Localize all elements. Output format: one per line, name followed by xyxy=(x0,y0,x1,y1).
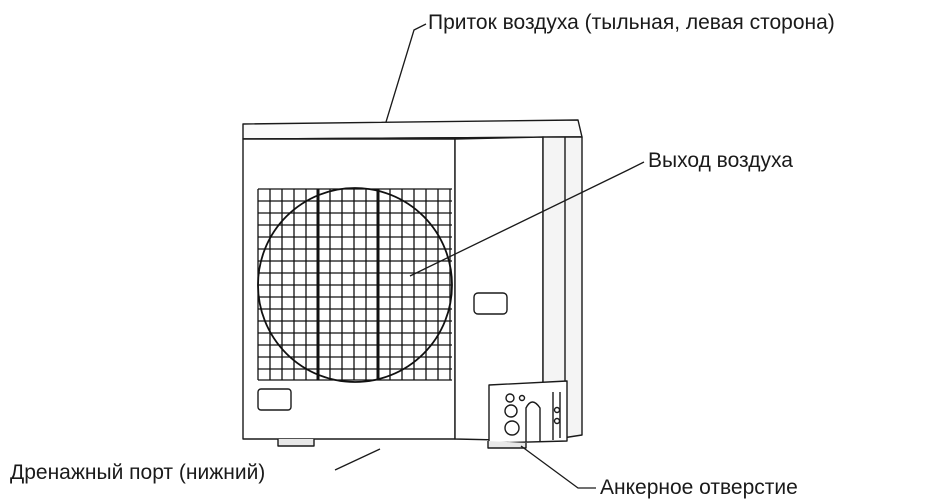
leader-air-intake xyxy=(385,23,427,123)
pipe-opening xyxy=(525,401,541,442)
fan-grille xyxy=(257,187,453,383)
port-circle-3 xyxy=(504,404,518,418)
unit-front-face xyxy=(242,138,456,440)
port-circle-2 xyxy=(518,394,526,402)
leader-drain-port xyxy=(334,448,381,471)
label-anchor-hole: Анкерное отверстие xyxy=(600,476,798,499)
pipe-connection-cover xyxy=(488,380,568,444)
label-air-outlet: Выход воздуха xyxy=(648,149,793,172)
label-drain-port: Дренажный порт (нижний) xyxy=(10,461,266,484)
leader-air-outlet xyxy=(409,161,645,277)
leader-anchor-hole xyxy=(520,445,596,489)
port-circle-4 xyxy=(504,420,520,436)
unit-right-side xyxy=(542,136,583,442)
unit-top-panel xyxy=(242,119,583,140)
front-bottom-plate xyxy=(257,388,292,411)
port-circle-1 xyxy=(505,393,515,403)
foot-left xyxy=(277,439,315,447)
label-air-intake: Приток воздуха (тыльная, левая сторона) xyxy=(428,11,835,34)
foot-right xyxy=(487,441,527,449)
service-panel-handle xyxy=(473,292,508,315)
